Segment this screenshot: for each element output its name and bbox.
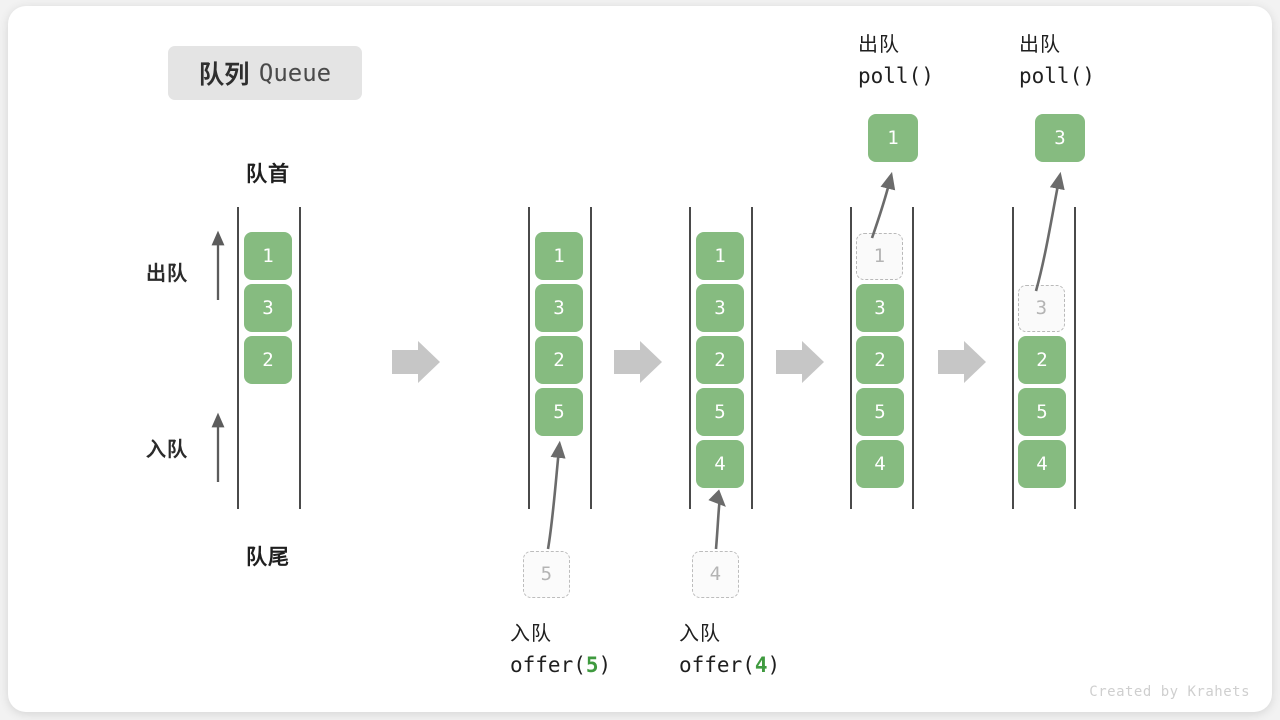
- title-en: Queue: [258, 59, 332, 87]
- queue-cell: 5: [856, 388, 904, 436]
- queue-cell-ghost: 3: [1018, 285, 1065, 332]
- offer-caption-1-line1: 入队: [510, 623, 552, 645]
- poll-caption-1-line1: 出队: [858, 34, 900, 56]
- rail-left-col-4: [850, 207, 852, 509]
- queue-cell: 2: [856, 336, 904, 384]
- rail-right-col-2: [590, 207, 592, 509]
- offer-arrow-2: [708, 489, 726, 550]
- rail-right-col-4: [912, 207, 914, 509]
- dequeue-direction-label: 出队: [146, 263, 188, 285]
- poll-caption-1-line2: poll(): [858, 64, 934, 88]
- poll-arrow-2: [1034, 171, 1065, 292]
- offer-fn-pre-1: offer(: [510, 653, 586, 677]
- poll-caption-2-line1: 出队: [1019, 34, 1061, 56]
- footer-credit: Created by Krahets: [1089, 684, 1250, 700]
- poll-caption-2: 出队 poll(): [1019, 30, 1095, 92]
- poll-arrow-1: [870, 171, 896, 239]
- queue-cell: 3: [856, 284, 904, 332]
- offer-fn-num-2: 4: [754, 653, 768, 677]
- queue-cell: 1: [535, 232, 583, 280]
- popped-value-box-1: 1: [868, 114, 918, 162]
- offer-caption-2-line2: offer(4): [679, 649, 780, 681]
- flow-arrow-2: [614, 341, 662, 383]
- rail-left-col-1: [237, 207, 239, 509]
- poll-caption-2-line2: poll(): [1019, 64, 1095, 88]
- queue-cell: 4: [696, 440, 744, 488]
- rail-left-col-5: [1012, 207, 1014, 509]
- offer-fn-pre-2: offer(: [679, 653, 755, 677]
- queue-cell: 2: [1018, 336, 1066, 384]
- queue-cell: 3: [696, 284, 744, 332]
- rail-left-col-2: [528, 207, 530, 509]
- flow-arrow-4: [938, 341, 986, 383]
- queue-cell: 2: [244, 336, 292, 384]
- offer-caption-1: 入队 offer(5): [510, 619, 611, 681]
- queue-cell: 4: [1018, 440, 1066, 488]
- flow-arrow-1: [392, 341, 440, 383]
- queue-cell: 2: [696, 336, 744, 384]
- offer-caption-2: 入队 offer(4): [679, 619, 780, 681]
- queue-cell: 1: [244, 232, 292, 280]
- incoming-value-box-2: 4: [692, 551, 739, 598]
- rail-left-col-3: [689, 207, 691, 509]
- queue-cell: 3: [535, 284, 583, 332]
- queue-cell: 2: [535, 336, 583, 384]
- rail-right-col-1: [299, 207, 301, 509]
- popped-value-box-2: 3: [1035, 114, 1085, 162]
- incoming-value-box-1: 5: [523, 551, 570, 598]
- offer-fn-post-1: ): [598, 653, 612, 677]
- queue-cell: 3: [244, 284, 292, 332]
- offer-caption-2-line1: 入队: [679, 623, 721, 645]
- flow-arrow-3: [776, 341, 824, 383]
- rail-right-col-3: [751, 207, 753, 509]
- offer-fn-post-2: ): [767, 653, 781, 677]
- queue-cell: 5: [696, 388, 744, 436]
- title-cn: 队列: [198, 61, 250, 89]
- rail-right-col-5: [1074, 207, 1076, 509]
- offer-fn-num-1: 5: [585, 653, 599, 677]
- queue-cell: 5: [1018, 388, 1066, 436]
- queue-cell-ghost: 1: [856, 233, 903, 280]
- queue-cell: 1: [696, 232, 744, 280]
- enqueue-direction-label: 入队: [146, 439, 188, 461]
- queue-head-label: 队首: [246, 163, 290, 186]
- offer-caption-1-line2: offer(5): [510, 649, 611, 681]
- queue-tail-label: 队尾: [246, 546, 290, 569]
- poll-caption-1: 出队 poll(): [858, 30, 934, 92]
- title-badge: 队列 Queue: [168, 46, 362, 100]
- queue-cell: 4: [856, 440, 904, 488]
- offer-arrow-1: [546, 440, 566, 550]
- queue-cell: 5: [535, 388, 583, 436]
